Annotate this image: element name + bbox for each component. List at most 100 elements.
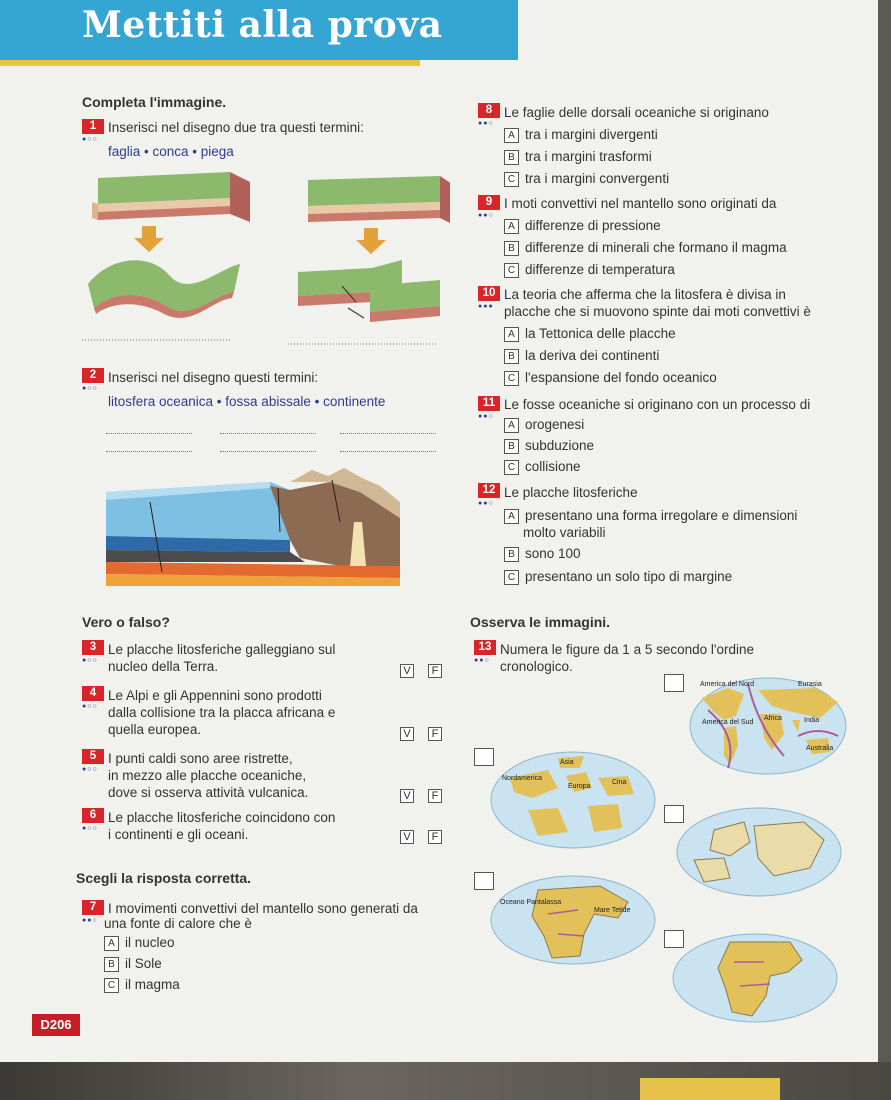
- order-input-box[interactable]: [664, 674, 684, 692]
- false-checkbox[interactable]: F: [428, 830, 442, 844]
- false-checkbox[interactable]: F: [428, 727, 442, 741]
- true-checkbox[interactable]: V: [400, 830, 414, 844]
- map-label: Cina: [612, 779, 627, 786]
- order-input-box[interactable]: [474, 748, 494, 766]
- question-text: Inserisci nel disegno questi termini:: [108, 370, 319, 385]
- option-text: il nucleo: [125, 935, 175, 950]
- difficulty-dots: ●●○: [474, 657, 490, 664]
- statement-text: i continenti e gli oceani.: [108, 827, 249, 842]
- question-text: La teoria che afferma che la litosfera è…: [504, 287, 786, 302]
- option-letter: B: [504, 546, 519, 562]
- option-letter: B: [504, 240, 519, 256]
- question-text: una fonte di calore che è: [104, 916, 252, 931]
- statement-text: quella europea.: [108, 722, 202, 737]
- page-number-badge: D206: [32, 1014, 80, 1036]
- map-label: Nordamerica: [502, 775, 542, 782]
- question-text: Inserisci nel disegno due tra questi ter…: [108, 120, 364, 135]
- true-checkbox[interactable]: V: [400, 789, 414, 803]
- statement-text: I punti caldi sono aree ristrette,: [108, 751, 293, 766]
- question-number: 9: [478, 195, 500, 210]
- option-text: presentano una forma irregolare e dimens…: [525, 508, 798, 523]
- question-number: 7: [82, 900, 104, 915]
- statement-text: Le Alpi e gli Appennini sono prodotti: [108, 688, 322, 703]
- order-input-box[interactable]: [664, 805, 684, 823]
- option-letter: C: [504, 171, 519, 187]
- option-letter: C: [504, 459, 519, 475]
- false-checkbox[interactable]: F: [428, 664, 442, 678]
- difficulty-dots: ●●○: [82, 917, 98, 924]
- question-text: Numera le figure da 1 a 5 secondo l'ordi…: [500, 642, 754, 657]
- section-heading-scegli: Scegli la risposta corretta.: [76, 870, 252, 886]
- question-text: Le faglie delle dorsali oceaniche si ori…: [504, 105, 769, 120]
- question-text: Le fosse oceaniche si originano con un p…: [504, 397, 811, 412]
- order-input-box[interactable]: [474, 872, 494, 890]
- option-text: l'espansione del fondo oceanico: [525, 370, 717, 385]
- question-text: I moti convettivi nel mantello sono orig…: [504, 196, 777, 211]
- option-text: differenze di pressione: [525, 218, 661, 233]
- answer-blank[interactable]: [106, 432, 192, 434]
- map-supercontinent-breakup: [676, 807, 842, 897]
- fold-fault-drawing: [82, 172, 450, 345]
- map-label: Europa: [568, 783, 591, 790]
- question-number: 10: [478, 286, 500, 301]
- option-letter: C: [104, 977, 119, 993]
- difficulty-dots: ●○○: [82, 385, 98, 392]
- difficulty-dots: ●○○: [82, 136, 98, 143]
- answer-blank[interactable]: [106, 450, 192, 452]
- difficulty-dots: ●●○: [478, 413, 494, 420]
- question-text: cronologico.: [500, 659, 573, 674]
- statement-text: in mezzo alle placche oceaniche,: [108, 768, 307, 783]
- answer-blank[interactable]: [340, 432, 436, 434]
- difficulty-dots: ●●○: [478, 120, 494, 127]
- difficulty-dots: ●○○: [82, 825, 98, 832]
- option-letter: A: [504, 127, 519, 143]
- section-heading-completa: Completa l'immagine.: [82, 94, 227, 110]
- answer-blank[interactable]: [220, 450, 316, 452]
- option-text: tra i margini trasformi: [525, 149, 652, 164]
- option-letter: A: [504, 417, 519, 433]
- question-text: placche che si muovono spinte dai moti c…: [504, 304, 811, 319]
- option-text: differenze di minerali che formano il ma…: [525, 240, 787, 255]
- option-text: orogenesi: [525, 417, 585, 432]
- question-number: 2: [82, 368, 104, 383]
- option-text: tra i margini convergenti: [525, 171, 670, 186]
- question-number: 4: [82, 686, 104, 701]
- option-letter: B: [104, 956, 119, 972]
- option-letter: B: [504, 438, 519, 454]
- map-label: Asia: [560, 759, 574, 766]
- answer-blank[interactable]: [340, 450, 436, 452]
- textbook-page: Mettiti alla prova Completa l'immagine. …: [0, 0, 878, 1068]
- difficulty-dots: ●●○: [478, 212, 494, 219]
- option-letter: C: [504, 569, 519, 585]
- false-checkbox[interactable]: F: [428, 789, 442, 803]
- map-label: Africa: [764, 715, 782, 722]
- option-letter: A: [104, 935, 119, 951]
- question-number: 13: [474, 640, 496, 655]
- option-letter: A: [504, 508, 519, 524]
- answer-blank[interactable]: [220, 432, 316, 434]
- difficulty-dots: ●●○: [478, 500, 494, 507]
- order-input-box[interactable]: [664, 930, 684, 948]
- true-checkbox[interactable]: V: [400, 727, 414, 741]
- question-number: 5: [82, 749, 104, 764]
- true-checkbox[interactable]: V: [400, 664, 414, 678]
- term-list: litosfera oceanica • fossa abissale • co…: [108, 394, 386, 409]
